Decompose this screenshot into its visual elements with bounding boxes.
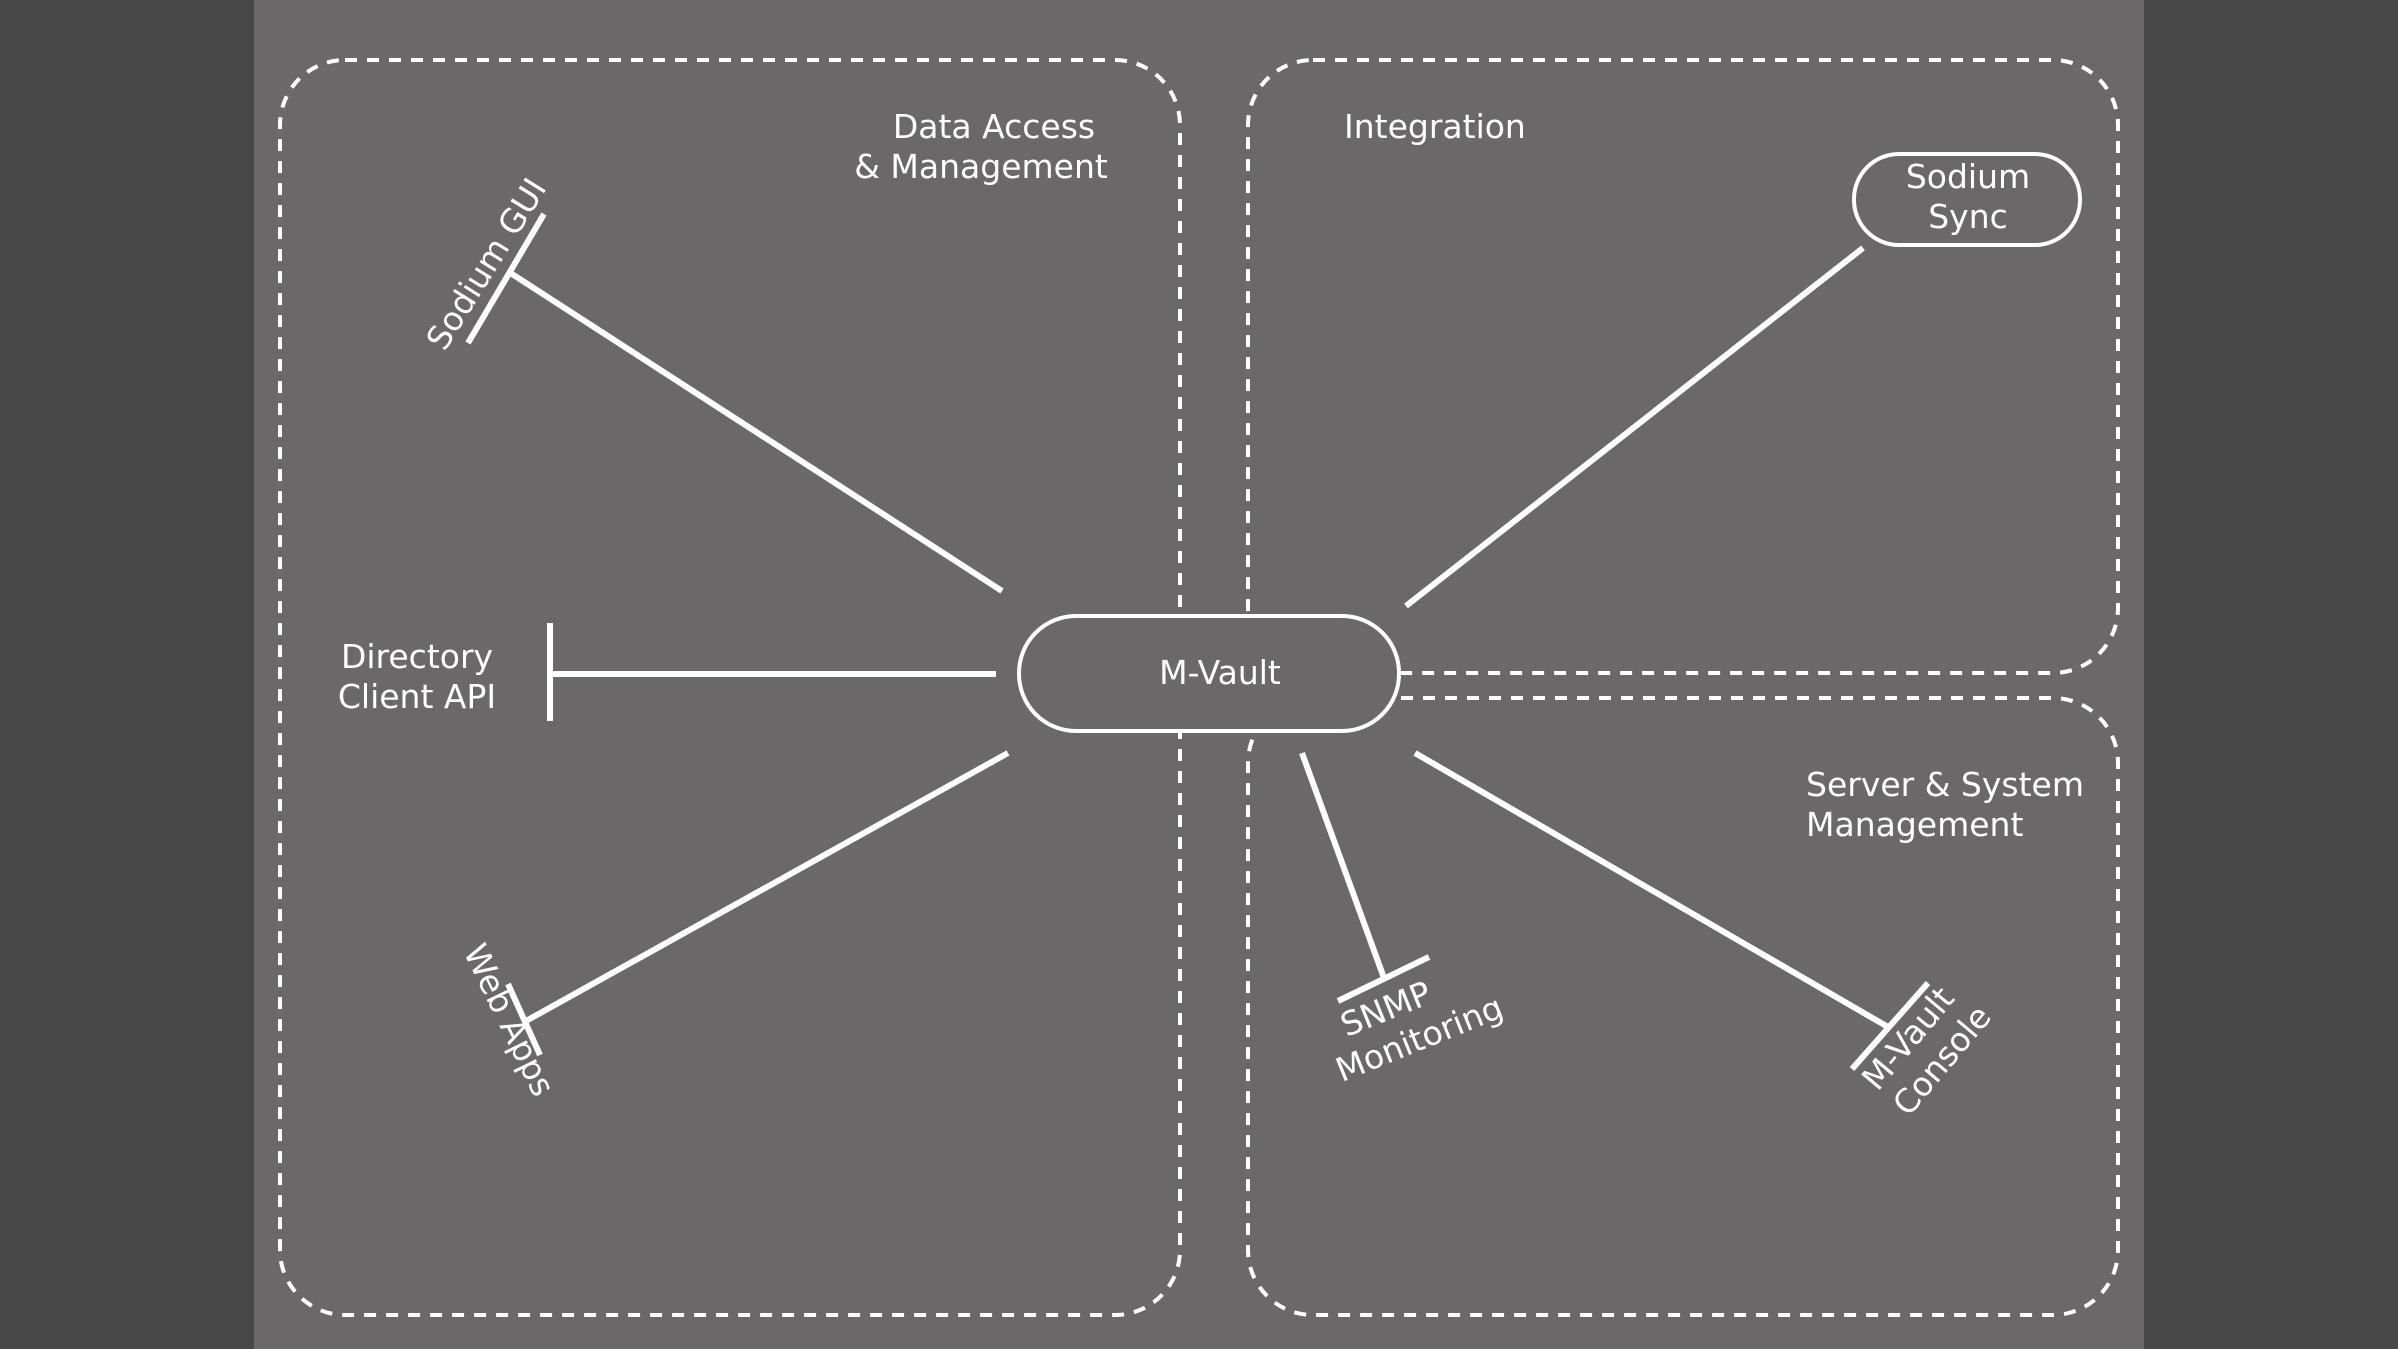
endpoint-bar-web-apps [505,982,543,1057]
sodium-gui-label: Sodium GUI [418,171,554,356]
region-server-management [1246,696,2120,1317]
region-title-server-management-line1: Server & System [1806,765,2084,804]
m-vault-hub-node[interactable] [1017,614,1401,733]
console-label: M-Vault Console [1854,979,1999,1123]
region-title-integration: Integration [1344,107,1526,146]
sodium-sync-node[interactable] [1852,152,2082,247]
snmp-label: SNMP Monitoring [1330,973,1508,1089]
endpoint-bar-snmp [1336,954,1431,1004]
directory-api-label-line2: Client API [338,677,496,716]
connector-web-apps [524,750,1010,1024]
connector-console [1413,750,1890,1030]
region-title-server-management-line2: Management [1806,805,2023,844]
diagram-canvas: Data Access & Management Integration Ser… [254,0,2144,1349]
region-integration [1246,58,2120,675]
sodium-sync-label-line2: Sync [1928,197,2008,236]
sodium-sync-label-line1: Sodium [1906,157,2030,196]
web-apps-label: Web Apps [456,938,563,1103]
endpoint-bar-sodium-gui [465,212,547,345]
endpoint-bar-console [1849,981,1931,1071]
connector-snmp [1299,751,1387,980]
region-title-data-access-line2: & Management [854,147,1108,186]
connector-sodium-gui [510,271,1004,594]
connector-sodium-sync [1404,245,1865,609]
region-title-data-access-line1: Data Access [893,107,1095,146]
directory-api-label-line1: Directory [341,637,493,676]
architecture-diagram: Data Access & Management Integration Ser… [278,58,2120,1317]
hub-label: M-Vault [1159,653,1281,692]
